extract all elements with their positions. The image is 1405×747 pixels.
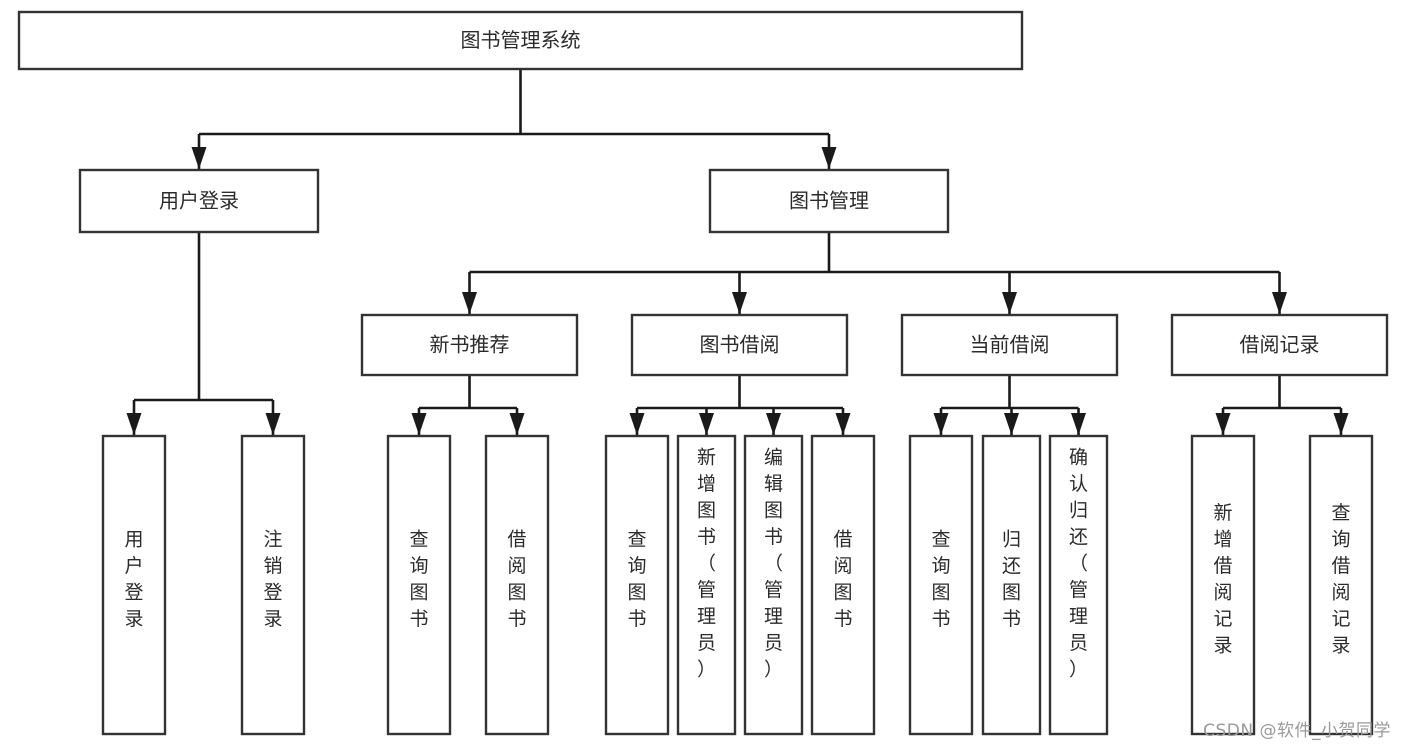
node-label: 查询图书 [931,528,950,630]
node-label: 新增借阅记录 [1213,502,1232,657]
node-box [386,434,452,736]
book-mgmt-arrow-2 [1002,292,1017,314]
node-leaf-12[interactable]: 查询借阅记录 [1308,434,1374,736]
node-box [630,313,849,377]
user-login-arrow-1 [265,413,281,435]
node-leaf-5[interactable]: 新增图书（管理员） [676,434,737,736]
node-box [1170,313,1389,377]
node-label: 借阅图书 [507,528,526,630]
l2-2-arrow-0 [933,413,949,435]
node-box [1308,434,1374,736]
root-arrow-1 [821,147,837,169]
l2-0-arrow-0 [411,413,427,435]
node-box [908,434,974,736]
node-label: 图书管理系统 [461,28,581,52]
book-mgmt-arrow-3 [1272,292,1287,314]
l2-0-arrow-1 [509,413,525,435]
node-label: 借阅记录 [1240,333,1320,357]
node-leaf-10[interactable]: 确认归还（管理员） [1048,434,1109,736]
node-label: 归还图书 [1002,528,1021,630]
l2-1-arrow-3 [835,413,851,435]
node-label: 新书推荐 [430,333,510,357]
node-box [1048,434,1109,736]
node-label: 当前借阅 [970,333,1050,357]
node-leaf-8[interactable]: 查询图书 [908,434,974,736]
node-label: 查询图书 [409,528,428,630]
node-label: 查询借阅记录 [1331,502,1350,657]
node-box [78,168,320,234]
l2-2-arrow-2 [1071,413,1086,435]
node-box [17,10,1024,71]
node-label: 注销登录 [263,528,282,630]
node-box [240,434,306,736]
node-box [981,434,1042,736]
node-leaf-9[interactable]: 归还图书 [981,434,1042,736]
node-root-0[interactable]: 图书管理系统 [17,10,1024,71]
node-level2-0[interactable]: 新书推荐 [360,313,579,377]
l2-1-arrow-1 [699,413,714,435]
node-leaf-4[interactable]: 查询图书 [604,434,670,736]
node-box [101,434,167,736]
user-login-arrow-0 [126,413,142,435]
node-level2-1[interactable]: 图书借阅 [630,313,849,377]
node-level2-3[interactable]: 借阅记录 [1170,313,1389,377]
node-leaf-0[interactable]: 用户登录 [101,434,167,736]
node-label: 新增图书（管理员） [697,446,716,680]
node-box [810,434,876,736]
book-mgmt-arrow-1 [732,292,747,314]
book-mgmt-arrow-0 [462,292,477,314]
node-label: 借阅图书 [833,528,852,630]
node-leaf-11[interactable]: 新增借阅记录 [1190,434,1256,736]
l2-3-arrow-1 [1333,413,1349,435]
node-box [604,434,670,736]
node-level2-2[interactable]: 当前借阅 [900,313,1119,377]
l2-1-arrow-2 [766,413,781,435]
node-leaf-1[interactable]: 注销登录 [240,434,306,736]
node-level1-0[interactable]: 用户登录 [78,168,320,234]
node-leaf-6[interactable]: 编辑图书（管理员） [743,434,804,736]
node-label: 用户登录 [159,189,239,213]
node-label: 编辑图书（管理员） [764,446,783,680]
l2-1-arrow-0 [629,413,645,435]
node-label: 图书借阅 [700,333,780,357]
node-label: 图书管理 [789,189,869,213]
node-box [676,434,737,736]
node-box [708,168,950,234]
node-leaf-3[interactable]: 借阅图书 [484,434,550,736]
l2-2-arrow-1 [1004,413,1019,435]
node-level1-1[interactable]: 图书管理 [708,168,950,234]
node-label: 用户登录 [124,528,143,630]
node-leaf-7[interactable]: 借阅图书 [810,434,876,736]
node-box [360,313,579,377]
root-arrow-0 [191,147,207,169]
node-box [900,313,1119,377]
l2-3-arrow-0 [1215,413,1231,435]
node-box [1190,434,1256,736]
node-box [484,434,550,736]
node-leaf-2[interactable]: 查询图书 [386,434,452,736]
connector-layer [126,69,1349,435]
node-layer: 图书管理系统用户登录图书管理新书推荐图书借阅当前借阅借阅记录用户登录注销登录查询… [17,10,1389,736]
node-label: 确认归还（管理员） [1069,446,1088,680]
node-box [743,434,804,736]
node-label: 查询图书 [627,528,646,630]
